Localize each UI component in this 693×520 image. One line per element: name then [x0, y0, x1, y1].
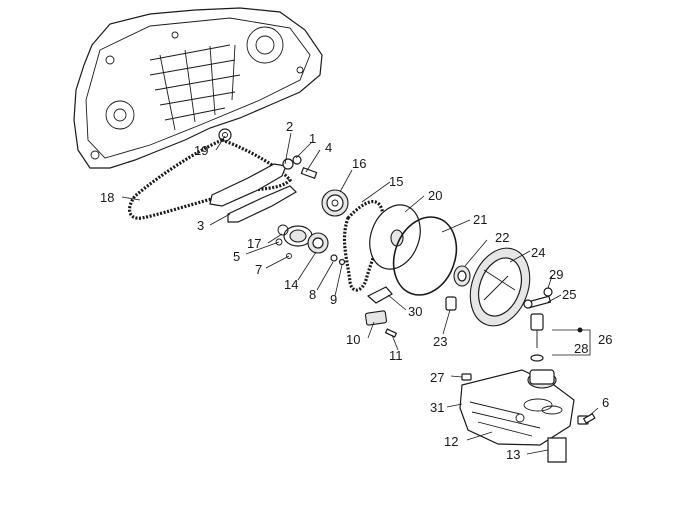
callout-22: 22: [495, 230, 509, 245]
cover-bolt: [523, 295, 552, 309]
callout-19: 19: [194, 143, 208, 158]
callout-27: 27: [430, 370, 444, 385]
chain-tensioner-slider: [209, 163, 287, 207]
callout-9: 9: [330, 292, 337, 307]
callout-13: 13: [506, 447, 520, 462]
oil-sump: [459, 369, 575, 446]
cover-disc: [369, 204, 421, 270]
callout-5: 5: [233, 249, 240, 264]
callout-28: 28: [574, 341, 588, 356]
callout-18: 18: [100, 190, 114, 205]
bolt-washer: [543, 287, 553, 297]
bracket-plate: [366, 286, 393, 304]
pump-washer: [330, 254, 338, 262]
oil-seal: [453, 265, 471, 287]
callout-14: 14: [284, 277, 298, 292]
callout-2: 2: [286, 119, 293, 134]
drive-chain: [127, 138, 293, 220]
callout-21: 21: [473, 212, 487, 227]
drive-sprocket: [321, 189, 349, 217]
callout-16: 16: [352, 156, 366, 171]
callout-12: 12: [444, 434, 458, 449]
tensioner-bolt: [300, 167, 318, 179]
mounting-bracket: [547, 437, 567, 463]
o-ring: [392, 216, 458, 296]
clamp: [364, 310, 388, 326]
callout-4: 4: [325, 140, 332, 155]
callout-3: 3: [197, 218, 204, 233]
pump-cover: [469, 247, 531, 327]
callout-1: 1: [309, 131, 316, 146]
chain-guide: [227, 185, 297, 223]
crankcase-housing: [73, 7, 323, 169]
callout-10: 10: [346, 332, 360, 347]
oil-pump-gear: [307, 232, 329, 254]
callout-23: 23: [433, 334, 447, 349]
callout-15: 15: [389, 174, 403, 189]
callout-24: 24: [531, 245, 545, 260]
callout-labels: 1 2 3 4 5 6 7 8 9 10 11 12 13 14 15 16 1…: [100, 119, 612, 462]
callout-8: 8: [309, 287, 316, 302]
callout-6: 6: [602, 395, 609, 410]
clamp-screw: [384, 328, 398, 338]
sump-bolt: [577, 412, 596, 425]
callout-26: 26: [598, 332, 612, 347]
relief-valve-spring: [530, 313, 544, 362]
callout-11: 11: [389, 348, 403, 363]
callout-17: 17: [247, 236, 261, 251]
oil-pump-body: [275, 224, 313, 259]
oil-pump-chain: [342, 200, 385, 292]
dowel-pin: [445, 296, 457, 311]
callout-31: 31: [430, 400, 444, 415]
drain-plug: [461, 373, 472, 381]
callout-25: 25: [562, 287, 576, 302]
callout-20: 20: [428, 188, 442, 203]
callout-29: 29: [549, 267, 563, 282]
pump-circlip: [338, 258, 346, 266]
leader-lines: [121, 132, 599, 455]
tensioner-pin: [282, 155, 302, 170]
callout-7: 7: [255, 262, 262, 277]
callout-30: 30: [408, 304, 422, 319]
callout-bracket: [552, 327, 591, 356]
